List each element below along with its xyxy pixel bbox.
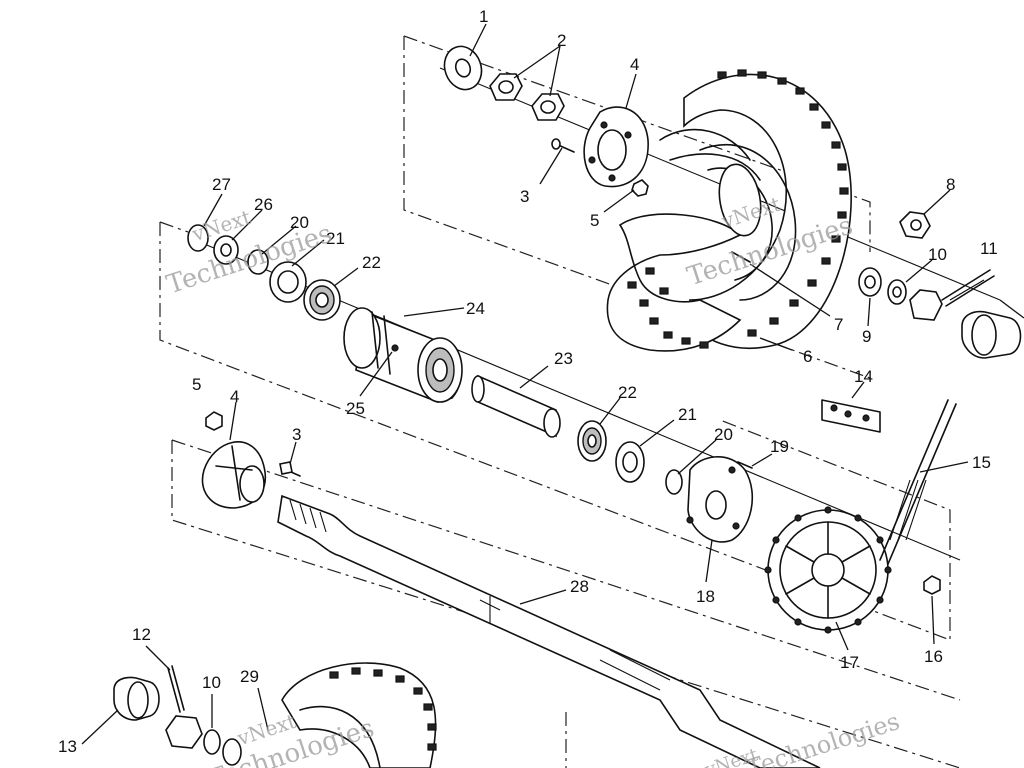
seal-21b bbox=[615, 441, 645, 483]
callout-16: 16 bbox=[924, 647, 943, 666]
callout-5-lower: 5 bbox=[192, 375, 201, 394]
seal-21 bbox=[269, 261, 307, 303]
axle-28 bbox=[277, 494, 821, 768]
callout-5: 5 bbox=[590, 211, 599, 230]
bearing-22b bbox=[577, 420, 607, 462]
callout-29: 29 bbox=[240, 667, 259, 686]
callout-21-mid: 21 bbox=[326, 229, 345, 248]
stud-19 bbox=[737, 461, 753, 469]
snap-ring-20b bbox=[665, 469, 683, 495]
upper-frame bbox=[403, 35, 871, 379]
washer-10 bbox=[887, 279, 907, 305]
chain-15 bbox=[879, 399, 957, 565]
callout-19: 19 bbox=[770, 437, 789, 456]
callout-8: 8 bbox=[946, 175, 955, 194]
callout-3: 3 bbox=[520, 187, 529, 206]
callout-1: 1 bbox=[479, 7, 488, 26]
callout-28: 28 bbox=[570, 577, 589, 596]
washer-10b bbox=[203, 729, 221, 755]
callout-24: 24 bbox=[466, 299, 485, 318]
callout-25: 25 bbox=[346, 399, 365, 418]
lower-frame bbox=[171, 439, 961, 768]
tire-29 bbox=[281, 662, 437, 768]
bearing-carrier-24 bbox=[343, 307, 463, 403]
tire-6 bbox=[606, 69, 852, 352]
callout-18: 18 bbox=[696, 587, 715, 606]
watermark-left: vNext Technologies bbox=[163, 205, 336, 301]
master-link-14 bbox=[821, 399, 881, 433]
middle-frame bbox=[159, 221, 951, 641]
spacer-26 bbox=[213, 235, 239, 265]
cotter-pin-12 bbox=[167, 665, 185, 713]
callout-27: 27 bbox=[212, 175, 231, 194]
callout-15: 15 bbox=[972, 453, 991, 472]
washer-20 bbox=[247, 249, 269, 275]
callout-6: 6 bbox=[803, 347, 812, 366]
callout-23: 23 bbox=[554, 349, 573, 368]
castle-nut-11 bbox=[909, 269, 995, 321]
callout-4: 4 bbox=[630, 55, 639, 74]
hub-4 bbox=[583, 106, 649, 188]
callout-7: 7 bbox=[834, 315, 843, 334]
callout-10-lower: 10 bbox=[202, 673, 221, 692]
callout-22: 22 bbox=[618, 383, 637, 402]
callout-22-mid: 22 bbox=[362, 253, 381, 272]
callout-12: 12 bbox=[132, 625, 151, 644]
callout-20-mid: 20 bbox=[290, 213, 309, 232]
callout-11: 11 bbox=[980, 239, 998, 258]
callout-9: 9 bbox=[862, 327, 871, 346]
washer-9b bbox=[222, 738, 242, 766]
callout-4-lower: 4 bbox=[230, 387, 239, 406]
nut-2a bbox=[489, 73, 523, 101]
callout-labels: 1 2 3 4 5 6 7 8 9 10 11 12 13 14 15 16 1… bbox=[58, 7, 998, 756]
callout-3-lower: 3 bbox=[292, 425, 301, 444]
sprocket-hub-18 bbox=[686, 456, 754, 543]
callout-13: 13 bbox=[58, 737, 77, 756]
callout-20: 20 bbox=[714, 425, 733, 444]
callout-26: 26 bbox=[254, 195, 273, 214]
bearing-22 bbox=[303, 279, 341, 321]
cap-13-top bbox=[961, 310, 1022, 359]
nut-8 bbox=[899, 211, 931, 239]
castle-nut-bottom bbox=[165, 715, 203, 749]
callout-21: 21 bbox=[678, 405, 697, 424]
callout-17: 17 bbox=[840, 653, 859, 672]
cap-13 bbox=[113, 676, 160, 721]
callout-10: 10 bbox=[928, 245, 947, 264]
bolt-3 bbox=[551, 138, 575, 153]
bolt-7 bbox=[731, 251, 751, 263]
snap-ring-27 bbox=[187, 224, 209, 252]
nut-2b bbox=[531, 93, 565, 121]
watermark-text: Technologies bbox=[743, 707, 903, 768]
leader-lines bbox=[81, 23, 1024, 745]
washer-1 bbox=[443, 45, 483, 91]
washer-9 bbox=[858, 267, 882, 297]
spacer-tube-23 bbox=[471, 374, 561, 438]
bolt-3b bbox=[279, 461, 301, 477]
sprocket-17 bbox=[764, 506, 892, 634]
nut-5b bbox=[205, 411, 223, 431]
nut-5 bbox=[631, 179, 649, 197]
hub-4b bbox=[201, 441, 267, 509]
nut-16 bbox=[923, 575, 941, 595]
callout-14: 14 bbox=[854, 367, 873, 386]
callout-2: 2 bbox=[557, 31, 566, 50]
